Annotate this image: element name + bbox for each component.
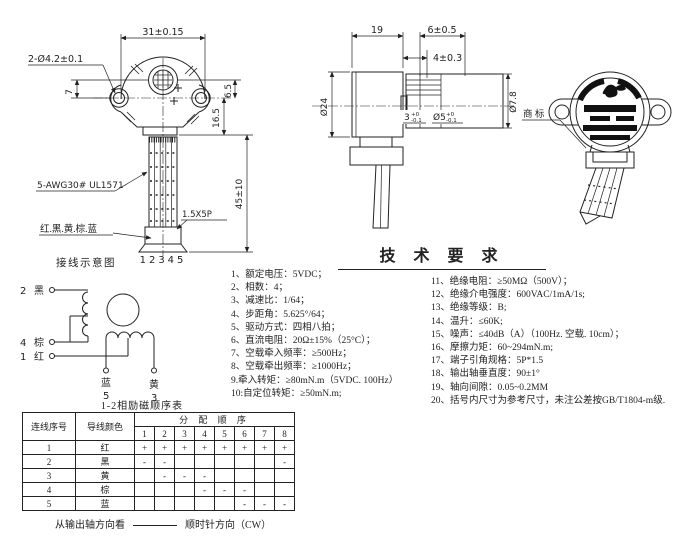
table-row: 2 黑 -- - — [22, 454, 295, 469]
tech-item: 12、绝缘介电强度：600VAC/1mA/1s; — [431, 290, 585, 301]
terminal-3 — [151, 367, 157, 374]
nameplate-label — [577, 78, 642, 140]
connector-spec-label: 1.5X5P — [182, 210, 212, 220]
dim-length-label: 19 — [371, 25, 383, 36]
wiring-title: 接线示意图 — [56, 256, 116, 269]
tech-item: 18、输出轴垂直度：90±1° — [431, 369, 540, 380]
tech-item: 19、轴向间隙：0.05~0.2MM — [431, 382, 549, 393]
table-row: 4 棕 - -- — [22, 482, 295, 497]
svg-text:蓝: 蓝 — [101, 377, 111, 389]
tech-requirements-title: 技 术 要 求 — [338, 242, 546, 270]
excitation-sequence-table: 连线序号 导线颜色 分 配 顺 序 1 2 3 4 5 6 7 8 1 红 ++… — [22, 412, 295, 511]
dim-mid-label: 16.5 — [212, 108, 222, 128]
coil-vertical — [82, 291, 89, 337]
svg-text:-0.1: -0.1 — [411, 118, 422, 124]
tech-item: 3、减速比：1/64； — [231, 296, 310, 307]
chamfer-hatch-marks — [122, 63, 200, 125]
tech-item: 15、噪声：≤40dB（A）（100Hz. 空载. 10cm）； — [431, 329, 625, 340]
svg-text:黑: 黑 — [34, 285, 44, 297]
svg-text:+0: +0 — [411, 112, 420, 118]
svg-text:4: 4 — [20, 338, 26, 349]
svg-text:5: 5 — [103, 391, 109, 402]
tech-item: 7、空载牵入频率：≥500Hz； — [231, 349, 352, 360]
svg-text:2: 2 — [20, 286, 26, 297]
tech-requirements-right: 11、绝缘电阻：≥50MΩ（500V）； 12、绝缘介电强度：600VAC/1m… — [431, 276, 689, 408]
svg-text:红: 红 — [34, 350, 44, 363]
cw-direction-line — [133, 525, 177, 527]
cable-spec-label: 5-AWG30# UL1571 — [37, 181, 124, 191]
dim-offset-label: 7 — [65, 89, 75, 95]
svg-text:1: 1 — [20, 352, 26, 363]
terminal-2 — [49, 287, 55, 293]
rear-mount-hole-right — [650, 104, 666, 120]
terminal-1 — [49, 353, 55, 359]
dim-d3-label: 3 — [404, 113, 410, 123]
motor-body-outline — [120, 56, 206, 100]
dim-d5-label: Ø5 — [433, 112, 446, 123]
rear-mount-hole-left — [554, 104, 570, 120]
dim-cable-label: 45±10 — [235, 179, 245, 210]
tech-item: 17、端子引角规格：5P*1.5 — [431, 356, 544, 367]
tech-item: 8、空载牵出频率：≥1000Hz； — [231, 362, 357, 373]
svg-text:+0: +0 — [446, 112, 455, 118]
terminal-4 — [49, 339, 55, 345]
table-row: 1 红 ++ ++ ++ ++ — [22, 440, 295, 455]
motor-can — [351, 71, 404, 138]
tech-requirements-left: 1、额定电压：5VDC； 2、相数：4； 3、减速比：1/64； 4、步距角：5… — [231, 269, 431, 401]
dim-holes-label: 2-Ø4.2±0.1 — [28, 54, 83, 65]
tech-item: 20、括号内尺寸为参考尺寸，未注公差按GB/T1804-m级. — [431, 395, 666, 406]
wire-colors-label: 红.黑.黄.棕.蓝 — [40, 223, 98, 235]
svg-text:棕: 棕 — [34, 336, 44, 349]
rotation-direction-note: 从输出轴方向看 顺时针方向（CW） — [55, 516, 271, 531]
cable-rear — [579, 167, 625, 219]
tech-item: 13、绝缘等级：B; — [431, 303, 507, 314]
col-header-wire-no: 连线序号 — [22, 412, 76, 441]
tech-item: 2、相数：4； — [231, 283, 289, 294]
col-header-wire-color: 导线颜色 — [75, 412, 135, 441]
terminal-5 — [103, 367, 109, 374]
direction-note-right: 顺时针方向（CW） — [185, 520, 272, 531]
table-row: 3 黄 - -- — [22, 468, 295, 483]
side-view-drawing: 19 6±0.5 4±0.3 Ø24 Ø7.8 3 +0 -0.1 Ø5 +0 … — [312, 25, 519, 229]
sequence-table-title: 1-2相励磁顺序表 — [100, 401, 184, 412]
tech-item: 9.牵入转矩：≥80mN.m（5VDC. 100Hz） — [231, 375, 399, 386]
tech-item: 4、步距角：5.625°/64； — [231, 309, 331, 320]
dim-shaft-label: 6±0.5 — [427, 25, 456, 36]
coil-horizontal — [105, 331, 155, 339]
tech-item: 6、直流电阻：20Ω±15%（25°C）； — [231, 336, 376, 347]
tech-item: 5、驱动方式：四相八拍； — [231, 322, 341, 333]
dim-top-label: 6.5 — [224, 84, 234, 98]
screw-mark — [170, 97, 178, 105]
tech-item: 1、额定电压：5VDC； — [231, 270, 328, 280]
dim-boss-label: Ø7.8 — [508, 91, 519, 113]
tech-item: 11、绝缘电阻：≥50MΩ（500V）； — [431, 277, 573, 287]
dim-diameter-label: Ø24 — [319, 97, 330, 116]
svg-text:黄: 黄 — [149, 378, 159, 391]
dim-slot-label: 4±0.3 — [433, 53, 462, 64]
dim-width-label: 31±0.15 — [142, 27, 183, 38]
gear-housing — [405, 73, 504, 129]
logo-mark — [602, 84, 626, 98]
tech-item: 14、温升：≤60K; — [431, 316, 503, 327]
rear-view-drawing: 商 标 — [522, 71, 672, 225]
wiring-diagram: 接线示意图 2 黑 4 棕 1 红 蓝 5 黄 3 — [20, 256, 159, 404]
pin-numbers-label: 12345 — [140, 255, 187, 266]
nameplate-callout: 商 标 — [523, 108, 545, 120]
svg-text:-0.1: -0.1 — [446, 118, 457, 124]
screw-mark — [174, 84, 182, 92]
table-row: 5 蓝 - -- — [22, 496, 295, 511]
direction-note-left: 从输出轴方向看 — [55, 520, 125, 531]
tech-item: 16、摩擦力矩：60~294mN.m; — [431, 343, 554, 354]
rotor-circle — [106, 293, 140, 327]
front-view-drawing: 31±0.15 2-Ø4.2±0.1 7 6.5 16.5 45±10 5-AW… — [28, 27, 253, 266]
svg-text:3: 3 — [151, 393, 157, 404]
col-header-sequence: 分 配 顺 序 — [134, 412, 295, 427]
tech-item: 10:自定位转矩：≥50mN.m; — [231, 388, 342, 399]
